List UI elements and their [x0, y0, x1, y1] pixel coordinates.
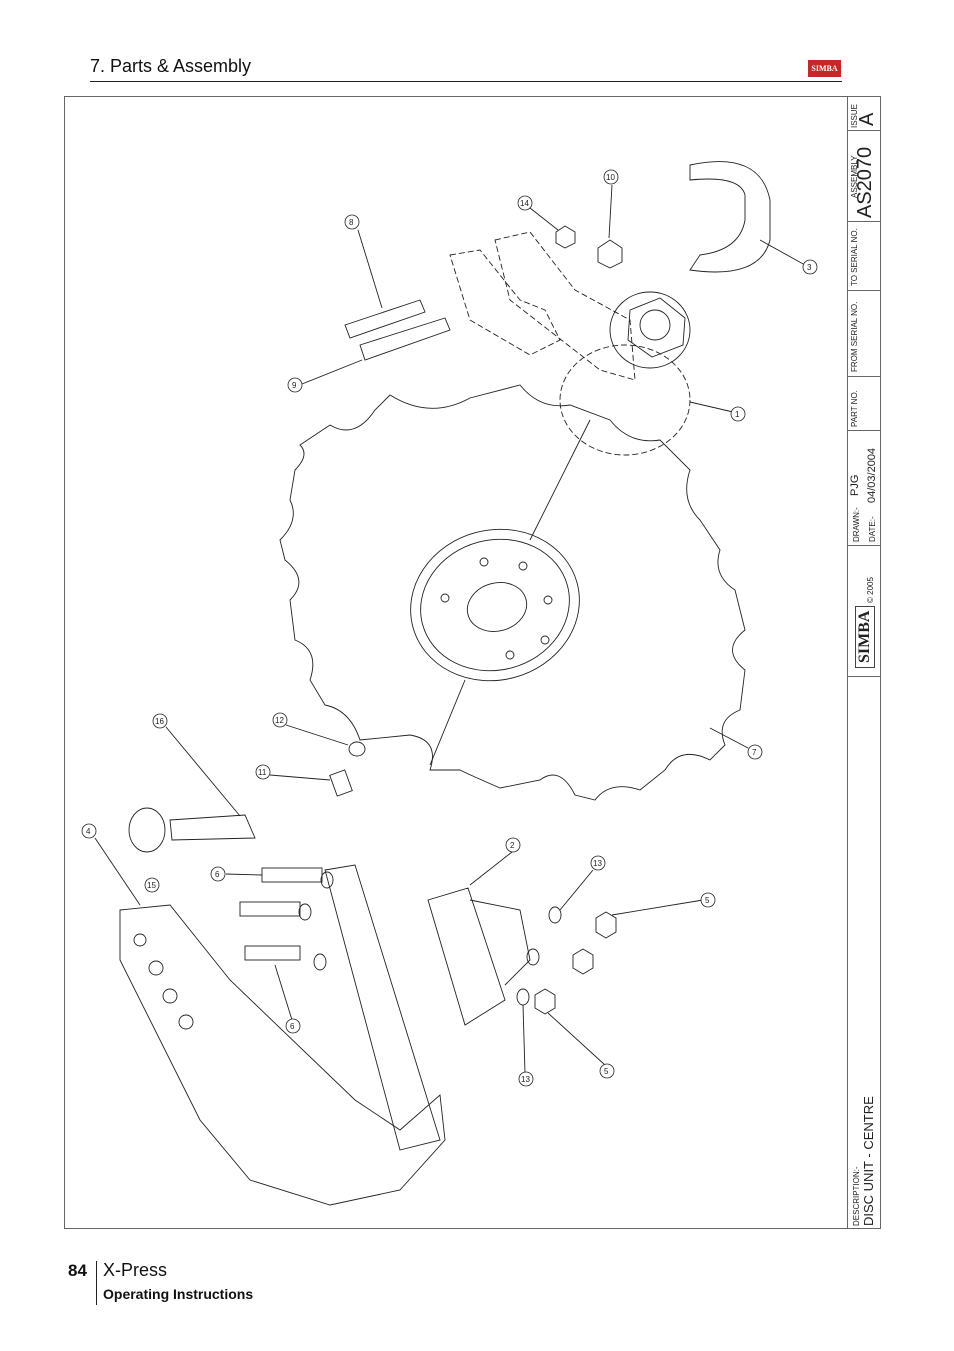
callout-3: 3 [802, 259, 818, 275]
callout-15: 15 [144, 877, 160, 893]
bolt-6 [261, 867, 323, 883]
callout-7: 7 [747, 744, 763, 760]
tb-rule-part-no [847, 430, 881, 431]
callout-13b: 13 [518, 1071, 534, 1087]
svg-text:14: 14 [520, 199, 529, 208]
drawn-value: PJG [849, 474, 861, 496]
description-label: DESCRIPTION:- [852, 1166, 861, 1226]
washer-12 [348, 741, 366, 757]
bolt-9 [359, 317, 451, 361]
assembly-number: AS2070 [854, 146, 876, 218]
from-serial-label: FROM SERIAL NO. [850, 301, 859, 372]
callout-13a: 13 [590, 855, 606, 871]
svg-text:9: 9 [292, 381, 297, 390]
svg-text:6: 6 [290, 1022, 295, 1031]
svg-text:13: 13 [521, 1075, 530, 1084]
svg-text:6: 6 [215, 870, 220, 879]
tb-rule-logo [847, 676, 881, 677]
tb-rule-to-serial [847, 290, 881, 291]
callout-5a: 5 [700, 892, 716, 908]
drawn-label: DRAWN:- [852, 507, 861, 542]
description-value: DISC UNIT - CENTRE [861, 1096, 876, 1226]
title-block-logo: SIMBA [855, 605, 875, 668]
svg-text:15: 15 [147, 881, 156, 890]
callout-2: 2 [505, 837, 521, 853]
tb-rule-assembly [847, 221, 881, 222]
svg-text:4: 4 [86, 827, 91, 836]
flange-plate [427, 887, 506, 1026]
callout-14: 14 [517, 195, 533, 211]
svg-text:3: 3 [807, 263, 812, 272]
hex-nut [627, 297, 686, 358]
issue-value: A [856, 112, 878, 126]
section-title: 7. Parts & Assembly [90, 56, 252, 76]
callout-11: 11 [255, 764, 271, 780]
title-block-divider [847, 96, 848, 1229]
drawing-frame [64, 96, 881, 1229]
tine-leg [119, 904, 446, 1206]
tb-rule-from-serial [847, 376, 881, 377]
exploded-assembly-drawing: 1 2 3 4 5 5 6 6 7 8 9 10 11 12 13 13 14 … [81, 161, 818, 1206]
svg-text:11: 11 [258, 768, 267, 777]
nut-14 [555, 225, 576, 249]
callout-labels: 1 2 3 4 5 5 6 6 7 8 9 10 11 12 13 13 14 … [81, 169, 818, 1087]
svg-text:8: 8 [349, 218, 354, 227]
callout-1: 1 [730, 406, 746, 422]
spacer-11 [329, 769, 353, 797]
date-label: DATE:- [868, 516, 877, 542]
callout-10: 10 [603, 169, 619, 185]
svg-text:1: 1 [735, 410, 740, 419]
callout-8: 8 [344, 214, 360, 230]
svg-text:10: 10 [606, 173, 615, 182]
mounting-plate [324, 864, 441, 1151]
part-no-label: PART NO. [850, 390, 859, 427]
to-serial-label: TO SERIAL NO. [850, 228, 859, 286]
footer-separator [96, 1261, 97, 1305]
bolt-16 [169, 814, 256, 841]
svg-text:2: 2 [510, 841, 515, 850]
clamp-ring [689, 161, 771, 273]
svg-text:12: 12 [275, 716, 284, 725]
copyright: © 2005 [866, 577, 875, 603]
disc-hub [410, 528, 580, 682]
svg-text:5: 5 [604, 1067, 609, 1076]
callout-6b: 6 [285, 1018, 301, 1034]
callout-12: 12 [272, 712, 288, 728]
disc-blade [279, 384, 746, 801]
callout-9: 9 [287, 377, 303, 393]
date-value: 04/03/2004 [866, 447, 878, 503]
bush-15 [128, 807, 166, 853]
product-name: X-Press [103, 1260, 168, 1280]
washer-13 [548, 906, 562, 924]
callout-16: 16 [152, 713, 168, 729]
bracket-arm [449, 249, 561, 356]
callout-4: 4 [81, 823, 97, 839]
page-number: 84 [68, 1261, 87, 1280]
nut-10 [597, 239, 623, 269]
document-subtitle: Operating Instructions [103, 1286, 254, 1302]
svg-text:13: 13 [593, 859, 602, 868]
tb-rule-drawn [847, 545, 881, 546]
header-rule [90, 81, 842, 82]
bearing-housing [559, 344, 691, 456]
callout-6a: 6 [210, 866, 226, 882]
svg-text:7: 7 [752, 748, 757, 757]
nut-5 [595, 911, 617, 939]
tb-rule-issue [847, 130, 881, 131]
svg-text:5: 5 [705, 896, 710, 905]
svg-text:16: 16 [155, 717, 164, 726]
callout-5b: 5 [599, 1063, 615, 1079]
simba-logo: SIMBA [808, 60, 841, 77]
bolt-8 [344, 299, 426, 339]
